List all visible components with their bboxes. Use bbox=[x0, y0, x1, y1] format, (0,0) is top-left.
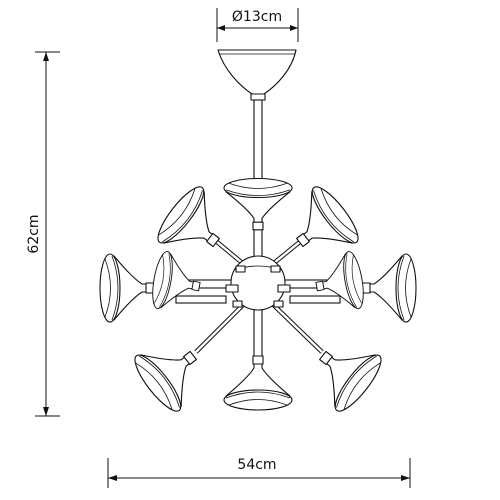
canopy-diameter-label: Ø13cm bbox=[232, 9, 282, 25]
width-label: 54cm bbox=[237, 457, 276, 473]
height-dimension: 62cm bbox=[26, 51, 60, 417]
height-label: 62cm bbox=[26, 214, 42, 253]
ceiling-canopy bbox=[217, 49, 297, 101]
width-dimension: 54cm bbox=[107, 457, 411, 488]
canopy-diameter-dimension: Ø13cm bbox=[216, 8, 299, 42]
central-hub bbox=[225, 255, 291, 311]
